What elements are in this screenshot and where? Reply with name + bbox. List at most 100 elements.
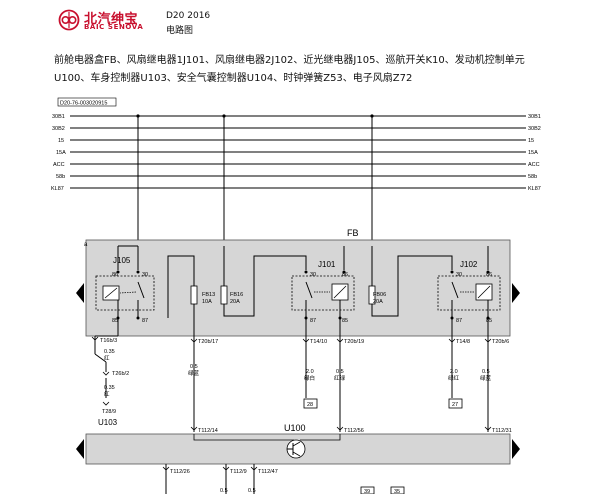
doc-code-tag bbox=[57, 97, 117, 107]
fuse-fb16: FB16 20A bbox=[220, 285, 243, 305]
svg-text:FB13: FB13 bbox=[202, 292, 215, 298]
brand-name-en: BAIC SENOVA bbox=[84, 23, 144, 31]
svg-text:10A: 10A bbox=[202, 299, 212, 305]
svg-text:86: 86 bbox=[112, 272, 118, 278]
svg-text:红绿: 红绿 bbox=[334, 374, 346, 382]
fuse-box-fb: FB a J105 86 30 8 bbox=[76, 228, 520, 337]
rail-label-left: 30B1 bbox=[52, 114, 65, 120]
svg-text:30: 30 bbox=[142, 272, 148, 278]
ref-box bbox=[360, 486, 375, 494]
svg-text:0.35: 0.35 bbox=[104, 349, 115, 355]
connector-label: T112/56 bbox=[344, 428, 364, 434]
rail-label-left: 15 bbox=[58, 138, 64, 144]
connector-label: T112/9 bbox=[230, 469, 247, 475]
fuse-box-label: FB bbox=[347, 228, 359, 238]
connector-label: T20b/6 bbox=[492, 339, 509, 345]
rail-label-left: 58b bbox=[56, 174, 65, 180]
svg-text:0.5: 0.5 bbox=[482, 369, 490, 375]
svg-text:2.0: 2.0 bbox=[450, 369, 458, 375]
fuse-box-corner-label: a bbox=[84, 242, 88, 248]
svg-text:85: 85 bbox=[342, 318, 348, 324]
svg-text:绿蓝: 绿蓝 bbox=[188, 369, 200, 377]
rail-label-left: 15A bbox=[56, 150, 66, 156]
baic-logo-icon bbox=[58, 9, 80, 31]
fuse-fb13: FB13 10A bbox=[190, 285, 215, 305]
page-header: 北汽绅宝 BAIC SENOVA D20 2016 电路图 bbox=[0, 0, 602, 40]
rail-label-right: ACC bbox=[528, 162, 540, 168]
rail-label-right: KL87 bbox=[528, 186, 541, 192]
svg-text:86: 86 bbox=[486, 272, 492, 278]
svg-text:39: 39 bbox=[364, 489, 370, 494]
relay-label: J101 bbox=[318, 260, 336, 269]
ref-box bbox=[303, 398, 318, 409]
connector-label: T16b/3 bbox=[100, 338, 117, 344]
module-label-u100: U100 bbox=[284, 423, 306, 433]
fuse-box-housing bbox=[85, 239, 511, 337]
svg-text:红: 红 bbox=[104, 354, 110, 362]
prev-page-arrow-icon[interactable] bbox=[76, 283, 84, 303]
rail-label-right: 15 bbox=[528, 138, 534, 144]
rail-label-right: 58b bbox=[528, 174, 537, 180]
relay-label: J102 bbox=[460, 260, 478, 269]
next-page-arrow-icon[interactable] bbox=[512, 439, 520, 459]
power-rails: 30B1 30B2 15 15A ACC 58b KL87 30B1 30B2 … bbox=[51, 114, 541, 192]
connector-label: T14/8 bbox=[456, 339, 470, 345]
svg-text:0.5: 0.5 bbox=[190, 364, 198, 370]
fuse-box-internal-wiring bbox=[117, 245, 489, 336]
connector-label: T14/10 bbox=[310, 339, 327, 345]
model-label: D20 2016 bbox=[166, 11, 211, 21]
description-line-1: 前舱电器盒FB、风扇继电器1J101、风扇继电器2J102、近光继电器J105、… bbox=[54, 55, 525, 66]
diagram-description: 前舱电器盒FB、风扇继电器1J101、风扇继电器2J102、近光继电器J105、… bbox=[54, 52, 594, 88]
next-page-arrow-icon[interactable] bbox=[512, 283, 520, 303]
doc-code: D20-76-003020915 bbox=[60, 101, 107, 107]
svg-text:85: 85 bbox=[112, 318, 118, 324]
svg-text:绿白: 绿白 bbox=[304, 374, 315, 382]
prev-page-arrow-icon[interactable] bbox=[76, 439, 84, 459]
svg-text:30: 30 bbox=[456, 272, 462, 278]
output-wires: T16b/3 0.35 红 T26b/2 0.35 红 T28/9 U103 T… bbox=[91, 318, 512, 434]
svg-text:35: 35 bbox=[394, 489, 400, 494]
connector-label: T112/26 bbox=[170, 469, 190, 475]
rail-label-right: 30B1 bbox=[528, 114, 541, 120]
junction-dot bbox=[136, 114, 140, 118]
svg-text:0.5: 0.5 bbox=[248, 488, 256, 494]
junction-dot bbox=[370, 114, 374, 118]
rail-label-right: 15A bbox=[528, 150, 538, 156]
brand-logo: 北汽绅宝 BAIC SENOVA bbox=[58, 8, 158, 34]
connector-label: T112/14 bbox=[198, 428, 218, 434]
svg-text:0.5: 0.5 bbox=[336, 369, 344, 375]
svg-text:FB16: FB16 bbox=[230, 292, 243, 298]
ref-box bbox=[390, 486, 405, 494]
connector-label: T112/47 bbox=[258, 469, 278, 475]
svg-text:红: 红 bbox=[104, 390, 110, 398]
svg-text:28: 28 bbox=[307, 402, 313, 408]
relay-label: J105 bbox=[113, 256, 131, 265]
svg-text:2.0: 2.0 bbox=[306, 369, 314, 375]
doc-type-label: 电路图 bbox=[166, 26, 194, 36]
svg-text:0.5: 0.5 bbox=[220, 488, 228, 494]
rail-label-left: KL87 bbox=[51, 186, 64, 192]
rail-label-left: 30B2 bbox=[52, 126, 65, 132]
svg-text:0.35: 0.35 bbox=[104, 385, 115, 391]
svg-text:20A: 20A bbox=[373, 299, 383, 305]
rail-feeds bbox=[136, 114, 374, 246]
connector-label: T20b/17 bbox=[198, 339, 218, 345]
junction-dot bbox=[222, 114, 226, 118]
svg-text:87: 87 bbox=[310, 318, 316, 324]
svg-text:绿红: 绿红 bbox=[448, 374, 460, 382]
svg-text:FB06: FB06 bbox=[373, 292, 386, 298]
svg-text:27: 27 bbox=[452, 402, 458, 408]
connector-label: T112/31 bbox=[492, 428, 512, 434]
connector-label: T28/9 bbox=[102, 409, 116, 415]
rail-label-left: ACC bbox=[53, 162, 65, 168]
rail-label-right: 30B2 bbox=[528, 126, 541, 132]
relay-j102: J102 30 86 87 85 bbox=[437, 260, 501, 324]
svg-text:30: 30 bbox=[310, 272, 316, 278]
relay-j105: J105 86 30 85 87 bbox=[95, 256, 155, 324]
module-u100: U100 bbox=[76, 423, 520, 465]
relay-j101: J101 30 86 87 85 bbox=[291, 260, 355, 324]
svg-text:87: 87 bbox=[456, 318, 462, 324]
brand-name-cn: 北汽绅宝 bbox=[84, 12, 139, 27]
svg-text:86: 86 bbox=[342, 272, 348, 278]
